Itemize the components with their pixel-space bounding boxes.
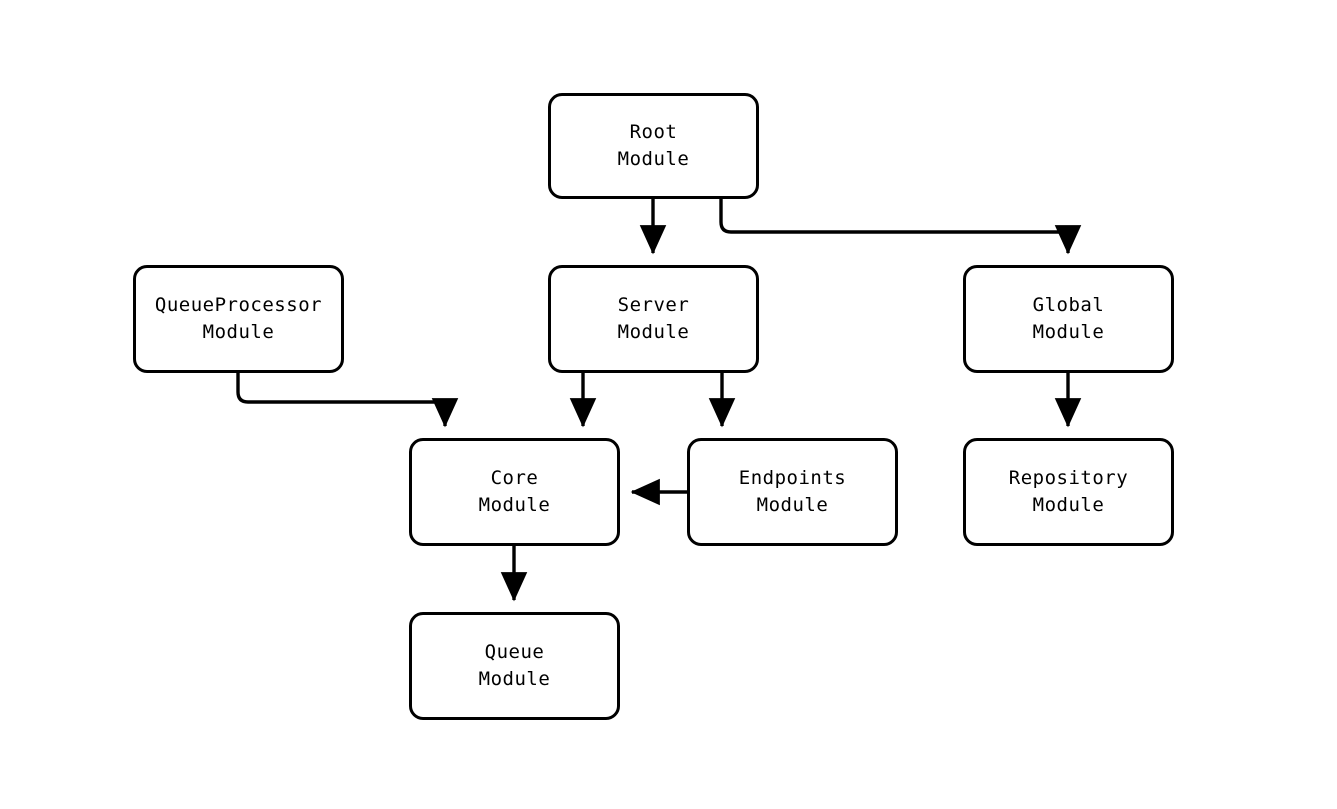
node-queueprocessor-module[interactable]: QueueProcessor Module	[133, 265, 344, 373]
node-core-module-line1: Core	[490, 467, 539, 490]
node-core-module[interactable]: Core Module	[409, 438, 620, 546]
node-endpoints-module-line2: Module	[756, 494, 829, 516]
node-root-module-line2: Module	[617, 148, 690, 170]
node-queue-module[interactable]: Queue Module	[409, 612, 620, 720]
node-global-module-line1: Global	[1032, 294, 1105, 317]
node-queue-module-line1: Queue	[484, 641, 545, 664]
node-root-module-line1: Root	[629, 121, 678, 144]
node-server-module[interactable]: Server Module	[548, 265, 759, 373]
node-global-module-line2: Module	[1032, 321, 1105, 343]
node-queueprocessor-module-line1: QueueProcessor	[154, 294, 323, 317]
node-repository-module[interactable]: Repository Module	[963, 438, 1174, 546]
node-core-module-line2: Module	[478, 494, 551, 516]
node-endpoints-module-line1: Endpoints	[738, 467, 847, 490]
node-queue-module-line2: Module	[478, 668, 551, 690]
node-repository-module-line1: Repository	[1008, 467, 1129, 490]
edge-root-to-global	[719, 199, 1082, 255]
edge-queueprocessor-to-core	[236, 373, 459, 428]
node-repository-module-line2: Module	[1032, 494, 1105, 516]
node-endpoints-module[interactable]: Endpoints Module	[687, 438, 898, 546]
node-server-module-line1: Server	[617, 294, 690, 317]
node-queueprocessor-module-line2: Module	[202, 321, 275, 343]
node-server-module-line2: Module	[617, 321, 690, 343]
node-root-module[interactable]: Root Module	[548, 93, 759, 199]
node-global-module[interactable]: Global Module	[963, 265, 1174, 373]
